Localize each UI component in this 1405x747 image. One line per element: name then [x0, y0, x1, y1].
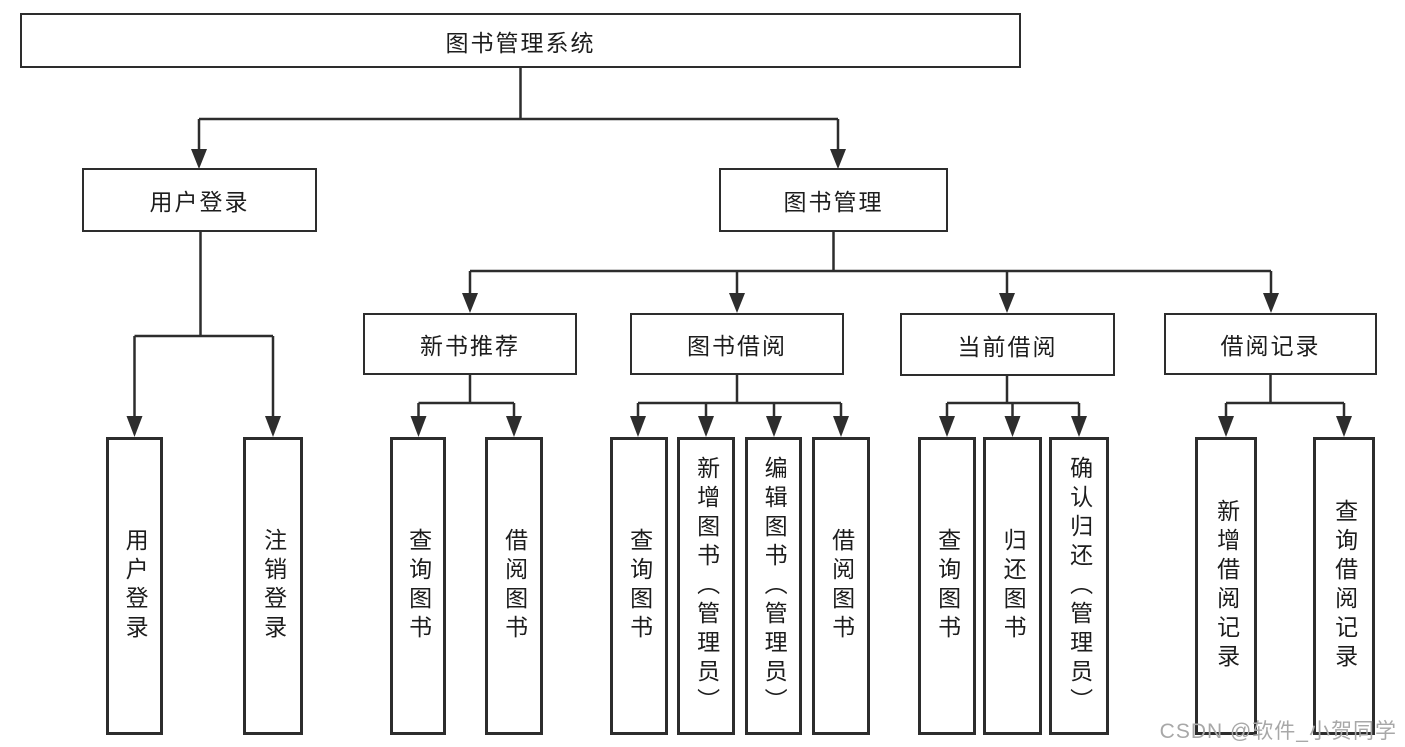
node-leaf-records-add-record-label: 新增借阅记录	[1213, 499, 1240, 673]
node-leaf-borrow-add-books-admin-label: 新增图书（管理员）	[693, 455, 720, 717]
node-leaf-borrow-borrow-books: 借阅图书	[812, 437, 870, 735]
connector-current-to-children	[939, 374, 1087, 437]
csdn-watermark: CSDN @软件_小贺同学	[1159, 720, 1397, 743]
node-new-book-recommend: 新书推荐	[363, 313, 577, 375]
node-leaf-borrow-edit-books-admin: 编辑图书（管理员）	[745, 437, 802, 735]
node-book-borrowing: 图书借阅	[630, 313, 844, 375]
node-book-borrowing-label: 图书借阅	[687, 333, 787, 359]
node-leaf-records-query-record: 查询借阅记录	[1313, 437, 1375, 735]
node-leaf-newbook-borrow-books-label: 借阅图书	[501, 528, 528, 644]
connector-root-to-children	[191, 67, 846, 169]
node-leaf-logout-label: 注销登录	[260, 528, 287, 644]
node-leaf-current-return-books: 归还图书	[983, 437, 1042, 735]
node-new-book-recommend-label: 新书推荐	[420, 333, 520, 359]
node-leaf-borrow-edit-books-admin-label: 编辑图书（管理员）	[761, 455, 788, 717]
node-borrow-records: 借阅记录	[1164, 313, 1377, 375]
node-book-management-label: 图书管理	[783, 189, 884, 215]
node-leaf-records-add-record: 新增借阅记录	[1195, 437, 1257, 735]
node-leaf-user-login-label: 用户登录	[122, 528, 149, 644]
node-leaf-records-query-record-label: 查询借阅记录	[1331, 499, 1358, 673]
node-leaf-user-login: 用户登录	[106, 437, 163, 735]
node-leaf-borrow-query-books: 查询图书	[610, 437, 668, 735]
node-leaf-current-confirm-return-admin-label: 确认归还（管理员）	[1066, 455, 1093, 717]
node-leaf-borrow-add-books-admin: 新增图书（管理员）	[677, 437, 735, 735]
node-system-root: 图书管理系统	[20, 13, 1021, 68]
node-leaf-current-query-books-label: 查询图书	[934, 528, 961, 644]
node-leaf-newbook-borrow-books: 借阅图书	[485, 437, 543, 735]
node-leaf-logout: 注销登录	[243, 437, 303, 735]
node-leaf-current-confirm-return-admin: 确认归还（管理员）	[1049, 437, 1109, 735]
node-leaf-current-query-books: 查询图书	[918, 437, 976, 735]
node-book-management: 图书管理	[719, 168, 948, 232]
node-leaf-newbook-query-books: 查询图书	[390, 437, 446, 735]
node-current-borrowing: 当前借阅	[900, 313, 1115, 376]
node-user-login-label: 用户登录	[149, 189, 250, 215]
connector-borrow-to-children	[630, 374, 849, 437]
connector-records-to-children	[1218, 374, 1352, 437]
connector-newbook-to-children	[410, 374, 522, 437]
node-leaf-borrow-query-books-label: 查询图书	[626, 528, 653, 644]
node-current-borrowing-label: 当前借阅	[957, 333, 1058, 360]
connector-mgmt-to-children	[462, 231, 1279, 313]
node-leaf-borrow-borrow-books-label: 借阅图书	[828, 528, 855, 644]
node-leaf-newbook-query-books-label: 查询图书	[405, 528, 432, 644]
node-leaf-current-return-books-label: 归还图书	[1000, 528, 1027, 644]
node-user-login: 用户登录	[82, 168, 317, 232]
node-system-root-label: 图书管理系统	[445, 29, 596, 56]
node-borrow-records-label: 借阅记录	[1220, 333, 1321, 359]
connector-login-to-children	[126, 231, 281, 437]
